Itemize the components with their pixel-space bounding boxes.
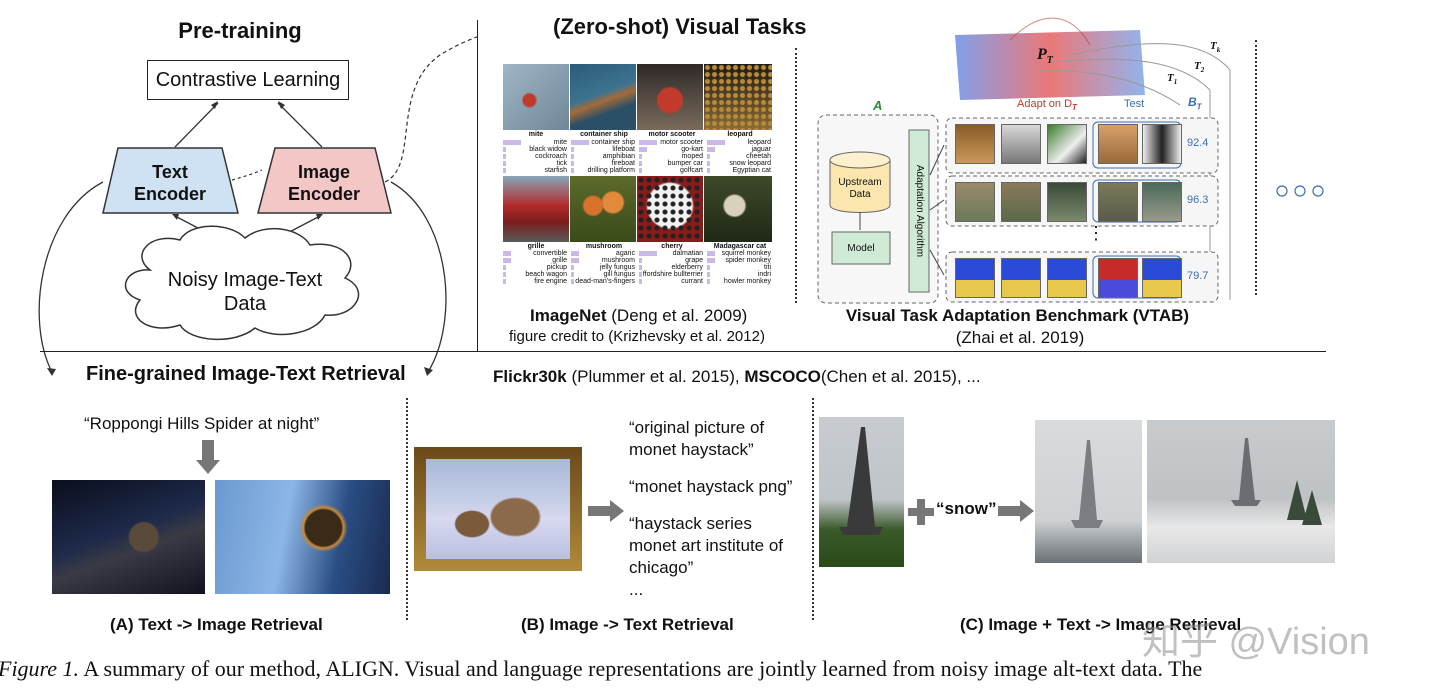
vtab-score-2: 96.3 <box>1187 194 1209 206</box>
vtab-tile <box>1047 124 1087 164</box>
image-encoder-shape <box>257 147 392 214</box>
vtab-tile <box>1001 258 1041 298</box>
horizontal-divider <box>40 351 1326 352</box>
zeroshot-dotted-divider <box>795 48 797 303</box>
imagenet-citation: ImageNet (Deng et al. 2009) <box>530 306 748 325</box>
vtab-tile <box>1047 182 1087 222</box>
vtab-surface <box>955 30 1145 100</box>
vtab-dotted-divider <box>1255 40 1257 295</box>
b-label: (B) Image -> Text Retrieval <box>521 615 734 634</box>
vtab-tile <box>955 258 995 298</box>
vtab-t2-label: T2 <box>1194 60 1205 75</box>
a-query-text: “Roppongi Hills Spider at night” <box>84 414 320 433</box>
vtab-pt-label: PT <box>1037 46 1053 67</box>
imagenet-photo-grille <box>503 176 569 242</box>
zeroshot-title: (Zero-shot) Visual Tasks <box>553 14 807 39</box>
a-label: (A) Text -> Image Retrieval <box>110 615 323 634</box>
vtab-tile <box>955 182 995 222</box>
figure-caption: Figure 1. A summary of our method, ALIGN… <box>0 656 1203 681</box>
vtab-a-label: A <box>873 98 883 113</box>
spider-photo-1 <box>52 480 205 594</box>
vtab-model-box <box>831 231 891 265</box>
vtab-t-curves <box>1039 43 1231 300</box>
eiffel-photo-query <box>819 417 904 567</box>
monet-painting <box>414 447 582 571</box>
vertical-divider <box>477 20 478 352</box>
noisy-data-cloud <box>124 225 360 340</box>
vtab-score-3: 79.7 <box>1187 270 1209 282</box>
vtab-model-label: Model <box>847 243 875 254</box>
eiffel-snow-photo-1 <box>1035 420 1142 563</box>
b-right-arrow-icon <box>588 500 624 522</box>
vtab-score-1: 92.4 <box>1187 137 1209 149</box>
spider-photo-2 <box>215 480 390 594</box>
vtab-title: Visual Task Adaptation Benchmark (VTAB) <box>845 306 1190 325</box>
vtab-citation: (Zhai et al. 2019) <box>955 328 1085 347</box>
vtab-algorithm-label: Adaptation Algorithm <box>914 164 925 258</box>
vtab-tile <box>1098 182 1138 222</box>
encoder-dashed-link <box>231 169 263 181</box>
vtab-tk-label: Tk <box>1210 40 1221 55</box>
b-text-results: “original picture of monet haystack” “mo… <box>629 418 793 599</box>
eiffel-snow-photo-2 <box>1147 420 1335 563</box>
c-query-word: “snow” <box>936 499 997 518</box>
retrieval-title: Fine-grained Image-Text Retrieval <box>86 363 406 385</box>
down-arrow-icon <box>196 440 220 474</box>
contrastive-learning-box: Contrastive Learning <box>147 60 349 100</box>
vtab-tile <box>1001 182 1041 222</box>
more-tasks-dots <box>1276 185 1324 197</box>
vtab-tile <box>1047 258 1087 298</box>
watermark: 知乎 @Vision <box>1142 621 1370 663</box>
imagenet-photo-mushroom <box>570 176 636 242</box>
right-curve-arrow <box>390 181 447 373</box>
imagenet-photo-scooter <box>637 64 703 130</box>
vtab-tile <box>955 124 995 164</box>
vtab-tile <box>1142 124 1182 164</box>
retrieval-divider-1 <box>406 398 408 620</box>
left-curve-arrow <box>38 181 104 373</box>
vtab-tile <box>1142 182 1182 222</box>
pretraining-diagram <box>38 35 480 376</box>
pretraining-title: Pre-training <box>178 18 302 43</box>
imagenet-photo-leopard <box>704 64 772 130</box>
imagenet-photo-ship <box>570 64 636 130</box>
vtab-t1-label: T1 <box>1167 72 1178 87</box>
plus-icon <box>908 499 934 525</box>
retrieval-datasets: Flickr30k (Plummer et al. 2015), MSCOCO(… <box>493 367 981 386</box>
c-right-arrow-icon <box>998 500 1034 522</box>
zeroshot-dashed-arrow <box>384 35 480 183</box>
text-encoder-arrow <box>174 102 219 148</box>
c-label: (C) Image + Text -> Image Retrieval <box>960 615 1242 634</box>
imagenet-photo-madagascar-cat <box>704 176 772 242</box>
imagenet-labels-top: mite container ship motor scooter leopar… <box>528 131 753 138</box>
vtab-algorithm-bar <box>908 129 930 293</box>
vtab-tile <box>1098 258 1138 298</box>
vtab-test-label: Test <box>1124 98 1145 110</box>
imagenet-photo-mite <box>503 64 569 130</box>
vtab-b-label: BT <box>1188 95 1202 112</box>
imagenet-labels-bottom: grille mushroom cherry Madagascar cat <box>527 243 767 250</box>
image-encoder-arrow <box>277 102 323 148</box>
vtab-vdots: ⋮ <box>1087 223 1105 243</box>
imagenet-credit: figure credit to (Krizhevsky et al. 2012… <box>509 328 765 345</box>
vtab-tile <box>1142 258 1182 298</box>
vtab-tile <box>1001 124 1041 164</box>
vtab-adapt-label: Adapt on DT <box>1017 98 1077 113</box>
imagenet-photo-cherry <box>637 176 703 242</box>
vtab-tile <box>1098 124 1138 164</box>
retrieval-divider-2 <box>812 398 814 620</box>
text-encoder-shape <box>102 147 239 214</box>
